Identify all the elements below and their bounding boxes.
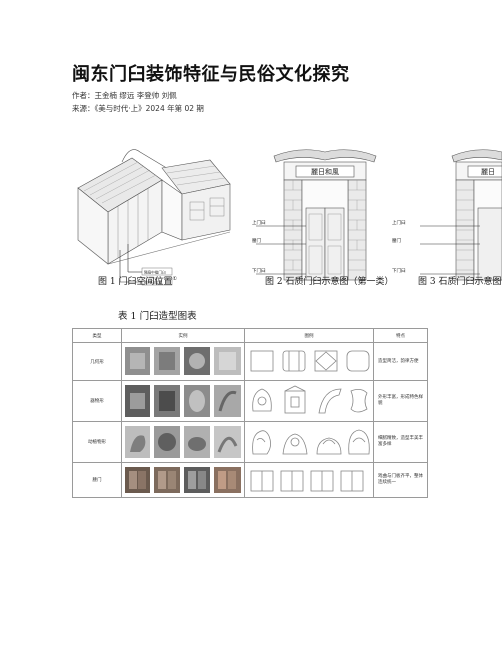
- animal-plant-diagrams: [252, 429, 370, 455]
- row-diagram: [244, 462, 374, 498]
- table-row: 几何形 造型简洁，韵律方便: [72, 342, 428, 381]
- geometric-photos: [125, 347, 241, 375]
- door-socket-table: 类型 实例 图例 特点 几何形 造型简洁，韵律方便 器物形: [72, 328, 428, 498]
- table-row: 动植物形 细腻精致，造型丰美丰富多样: [72, 421, 428, 463]
- row-example-photos: [121, 380, 245, 422]
- row-diagram: [244, 380, 374, 422]
- table-row: 腰门 戏曲与门板齐平，整体连续统一: [72, 462, 428, 498]
- authors-value: 王金楠 缪远 李登帅 刘佩: [94, 91, 177, 100]
- fig1-label-0: 隔扇中槛门臼: [144, 270, 166, 275]
- row-feature: 戏曲与门板齐平，整体连续统一: [373, 462, 428, 498]
- authors-label: 作者：: [72, 91, 95, 100]
- row-example-photos: [121, 421, 245, 463]
- row-diagram: [244, 421, 374, 463]
- table-header-examples: 实例: [121, 328, 245, 343]
- fig3-label-2: 下门臼: [392, 267, 406, 274]
- animal-plant-photos: [125, 426, 241, 458]
- figure-1-caption-text: 图 1 门臼空间位置: [98, 277, 173, 287]
- row-example-photos: [121, 462, 245, 498]
- object-photos: [125, 385, 241, 417]
- geometric-diagrams: [250, 350, 370, 372]
- row-feature: 外形丰富，形成特色样貌: [373, 380, 428, 422]
- table-title: 表 1 门臼造型图表: [118, 311, 197, 322]
- figure-3-caption: 图 3 石质门臼示意图: [418, 277, 502, 287]
- row-type: 几何形: [72, 342, 122, 381]
- source-label: 来源：: [72, 104, 95, 113]
- figure-3-door-diagram: 麗日 上门臼 腰门 下门臼: [392, 149, 502, 281]
- row-feature: 细腻精致，造型丰美丰富多样: [373, 421, 428, 463]
- figure-2-door-diagram: 麗日和風 上门臼 腰门 下门臼: [252, 149, 377, 281]
- table-header-type: 类型: [72, 328, 122, 343]
- fig2-plaque-text: 麗日和風: [311, 167, 339, 176]
- figure-1-house-illustration: 隔扇中槛门臼 檐门臼位置: [77, 149, 231, 286]
- row-type: 器物形: [72, 380, 122, 422]
- table-row: 器物形 外形丰富，形成特色样貌: [72, 380, 428, 422]
- fig3-plaque-text: 麗日: [481, 168, 495, 176]
- row-type: 动植物形: [72, 421, 122, 463]
- article-source: 来源：《美与时代·上》2024 年第 02 期: [72, 103, 204, 114]
- figure-2-caption: 图 2 石质门臼示意图（第一类）: [265, 277, 394, 287]
- object-diagrams: [252, 385, 368, 414]
- source-value: 《美与时代·上》2024 年第 02 期: [94, 104, 204, 113]
- row-example-photos: [121, 342, 245, 381]
- fig2-label-2: 下门臼: [252, 267, 266, 274]
- waist-door-diagrams: [250, 470, 364, 492]
- article-title: 闽东门臼装饰特征与民俗文化探究: [72, 64, 350, 85]
- row-type: 腰门: [72, 462, 122, 498]
- table-header-features: 特点: [373, 328, 428, 343]
- row-diagram: [244, 342, 374, 381]
- fig2-label-1: 腰门: [252, 237, 261, 244]
- fig3-label-0: 上门臼: [392, 219, 406, 226]
- fig1-label-1: 檐门臼位置: [144, 280, 162, 285]
- table-header-diagrams: 图例: [244, 328, 374, 343]
- fig3-label-1: 腰门: [392, 237, 401, 244]
- article-authors: 作者：王金楠 缪远 李登帅 刘佩: [72, 90, 177, 101]
- waist-door-photos: [125, 467, 241, 493]
- figure-1-caption: 图 1 门臼空间位置①: [98, 274, 177, 287]
- table-header-row: 类型 实例 图例 特点: [72, 328, 428, 343]
- fig2-label-0: 上门臼: [252, 219, 266, 226]
- figure-1-caption-note: ①: [172, 276, 177, 282]
- row-feature: 造型简洁，韵律方便: [373, 342, 428, 381]
